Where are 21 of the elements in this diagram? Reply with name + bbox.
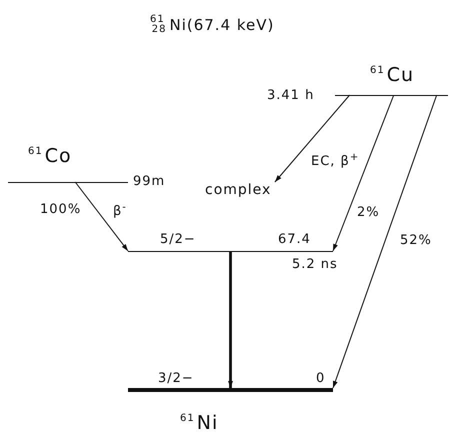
arrow xyxy=(74,182,128,252)
arrow xyxy=(274,94,350,182)
half-life-label: 99m xyxy=(133,174,166,189)
edge-label: 2% xyxy=(357,205,380,220)
level-label: 5/2− xyxy=(160,232,196,247)
decay-mode-label: EC, β$^{+}$ xyxy=(311,152,360,169)
decay-mode-label: β$^{-}$ xyxy=(113,202,128,219)
nuclide-label: $^{61}$Ni xyxy=(180,412,218,434)
nuclide-label: $^{61}$Co xyxy=(28,145,72,167)
arrow xyxy=(332,94,394,252)
nuclide-label: $^{61}$Cu xyxy=(370,64,414,86)
arrow xyxy=(332,94,438,388)
half-life-label: 3.41 h xyxy=(267,88,314,103)
arrow xyxy=(228,251,233,388)
level-label: 67.4 xyxy=(278,232,311,247)
decay-label: complex xyxy=(205,182,272,198)
level-label: 3/2− xyxy=(158,371,194,386)
edge-label: 100% xyxy=(40,202,82,217)
half-life-label: 5.2 ns xyxy=(292,257,338,272)
level-label: 0 xyxy=(316,371,326,386)
edge-label: 52% xyxy=(400,233,432,248)
